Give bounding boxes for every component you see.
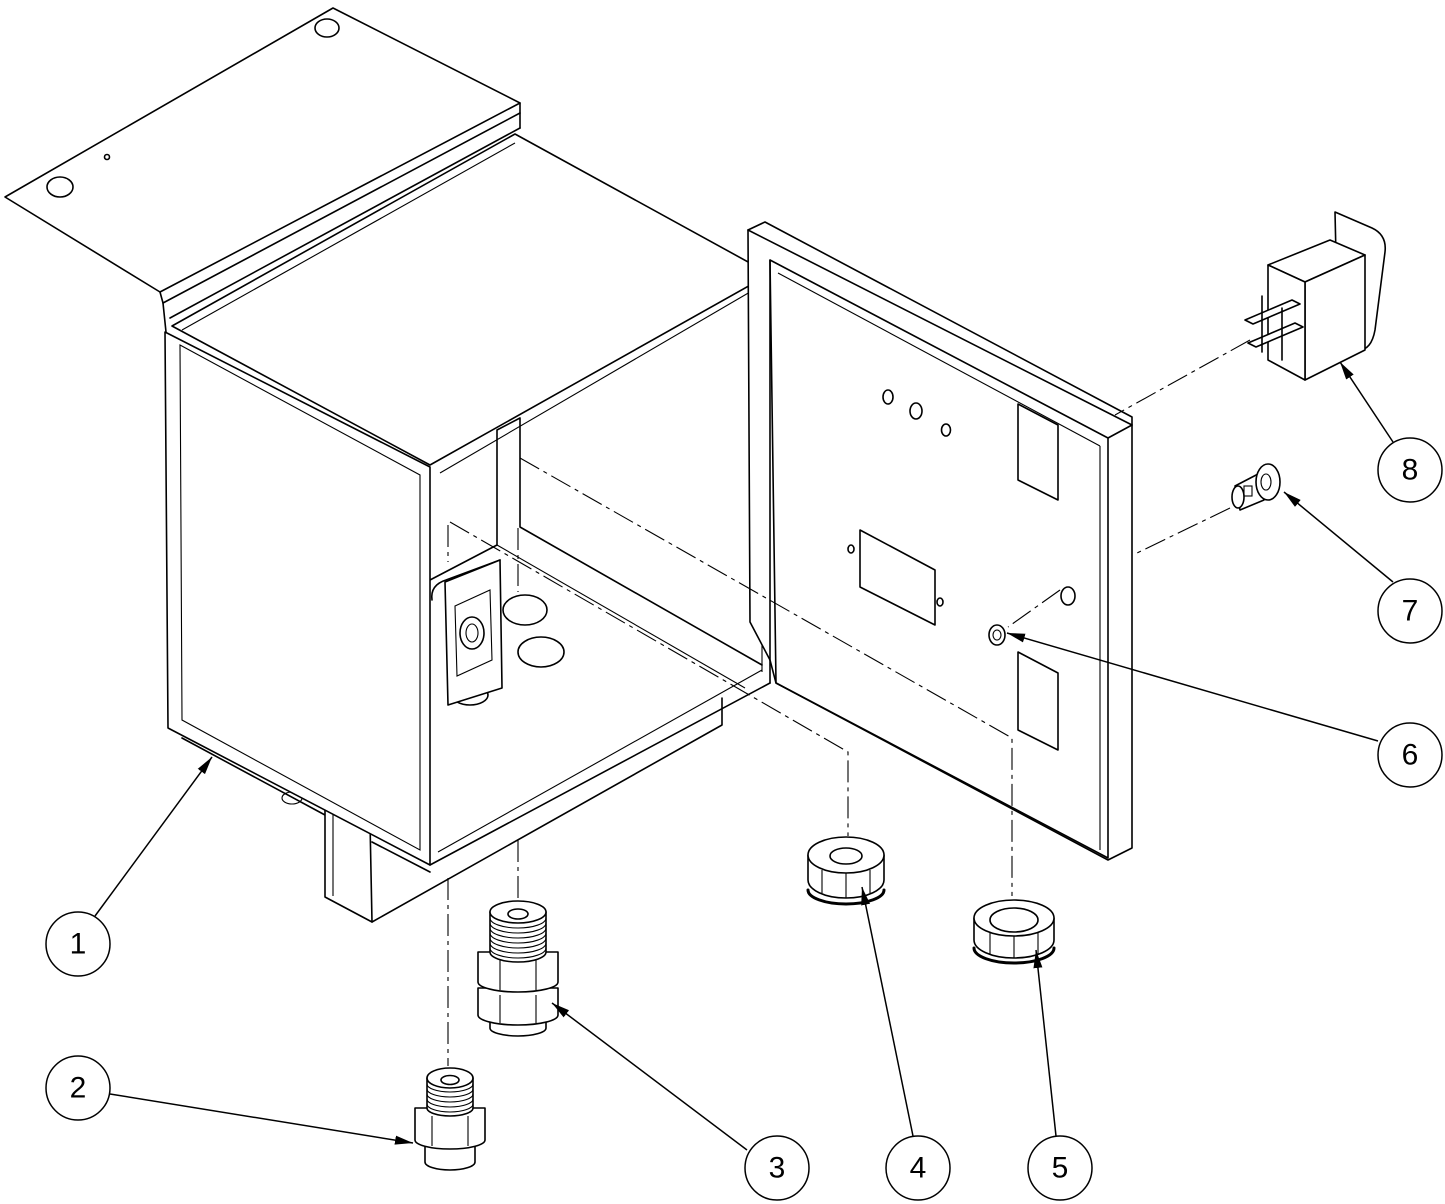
thread-line — [426, 1088, 474, 1098]
switch-cutout — [1017, 403, 1059, 501]
callout-6: 6 — [1377, 722, 1443, 788]
leader-4 — [861, 886, 914, 1137]
thread-line — [426, 1103, 474, 1113]
washer — [988, 624, 1006, 646]
door-hole — [940, 423, 952, 437]
callout-7: 7 — [1377, 578, 1443, 644]
key-switch-hole — [1060, 586, 1076, 606]
display-cutout — [859, 529, 936, 626]
thread-line — [489, 917, 547, 929]
thread-line — [489, 937, 547, 949]
sealing-nut — [972, 899, 1056, 965]
cable-gland-small — [414, 1067, 486, 1171]
callout-2-label: 2 — [70, 1072, 87, 1105]
thread-line — [489, 927, 547, 939]
leader-2 — [109, 1093, 414, 1145]
thread-line — [489, 947, 547, 959]
leader-6 — [1006, 632, 1379, 742]
leader-8 — [1339, 361, 1394, 443]
callout-5-label: 5 — [1052, 1152, 1069, 1185]
leader-lines — [94, 361, 1394, 1151]
leader-1 — [94, 756, 213, 917]
thread-line — [489, 922, 547, 934]
thread-line — [426, 1083, 474, 1093]
mounting-bracket — [4, 7, 521, 333]
door-hole — [882, 389, 894, 405]
assembly-centerlines — [447, 339, 1251, 1066]
ground-clamp — [430, 559, 503, 706]
callout-5: 5 — [1027, 1135, 1093, 1201]
door-cutout-lower — [1017, 651, 1059, 751]
callout-6-label: 6 — [1402, 739, 1419, 772]
leader-3 — [551, 1002, 748, 1151]
thread-lines — [489, 917, 547, 959]
lock-nut — [806, 836, 886, 906]
callout-2: 2 — [45, 1055, 111, 1121]
callout-4-label: 4 — [910, 1152, 927, 1185]
thread-line — [489, 942, 547, 954]
callout-1: 1 — [45, 911, 111, 977]
leader-5 — [1033, 949, 1057, 1137]
thread-line — [489, 932, 547, 944]
callout-8-label: 8 — [1402, 454, 1419, 487]
callout-3: 3 — [744, 1135, 810, 1201]
key-switch — [1231, 463, 1281, 511]
callout-7-label: 7 — [1402, 595, 1419, 628]
callout-8: 8 — [1377, 437, 1443, 503]
door-hole — [909, 402, 923, 420]
thread-line — [426, 1093, 474, 1103]
thread-line — [426, 1098, 474, 1108]
cable-gland-large — [477, 900, 559, 1037]
rocker-switch — [1244, 211, 1387, 381]
enclosure-box — [164, 133, 771, 923]
callout-3-label: 3 — [769, 1152, 786, 1185]
thread-lines — [426, 1083, 474, 1113]
callout-4: 4 — [885, 1135, 951, 1201]
callout-1-label: 1 — [70, 928, 87, 961]
enclosure-door — [747, 221, 1133, 861]
leader-7 — [1283, 491, 1394, 583]
